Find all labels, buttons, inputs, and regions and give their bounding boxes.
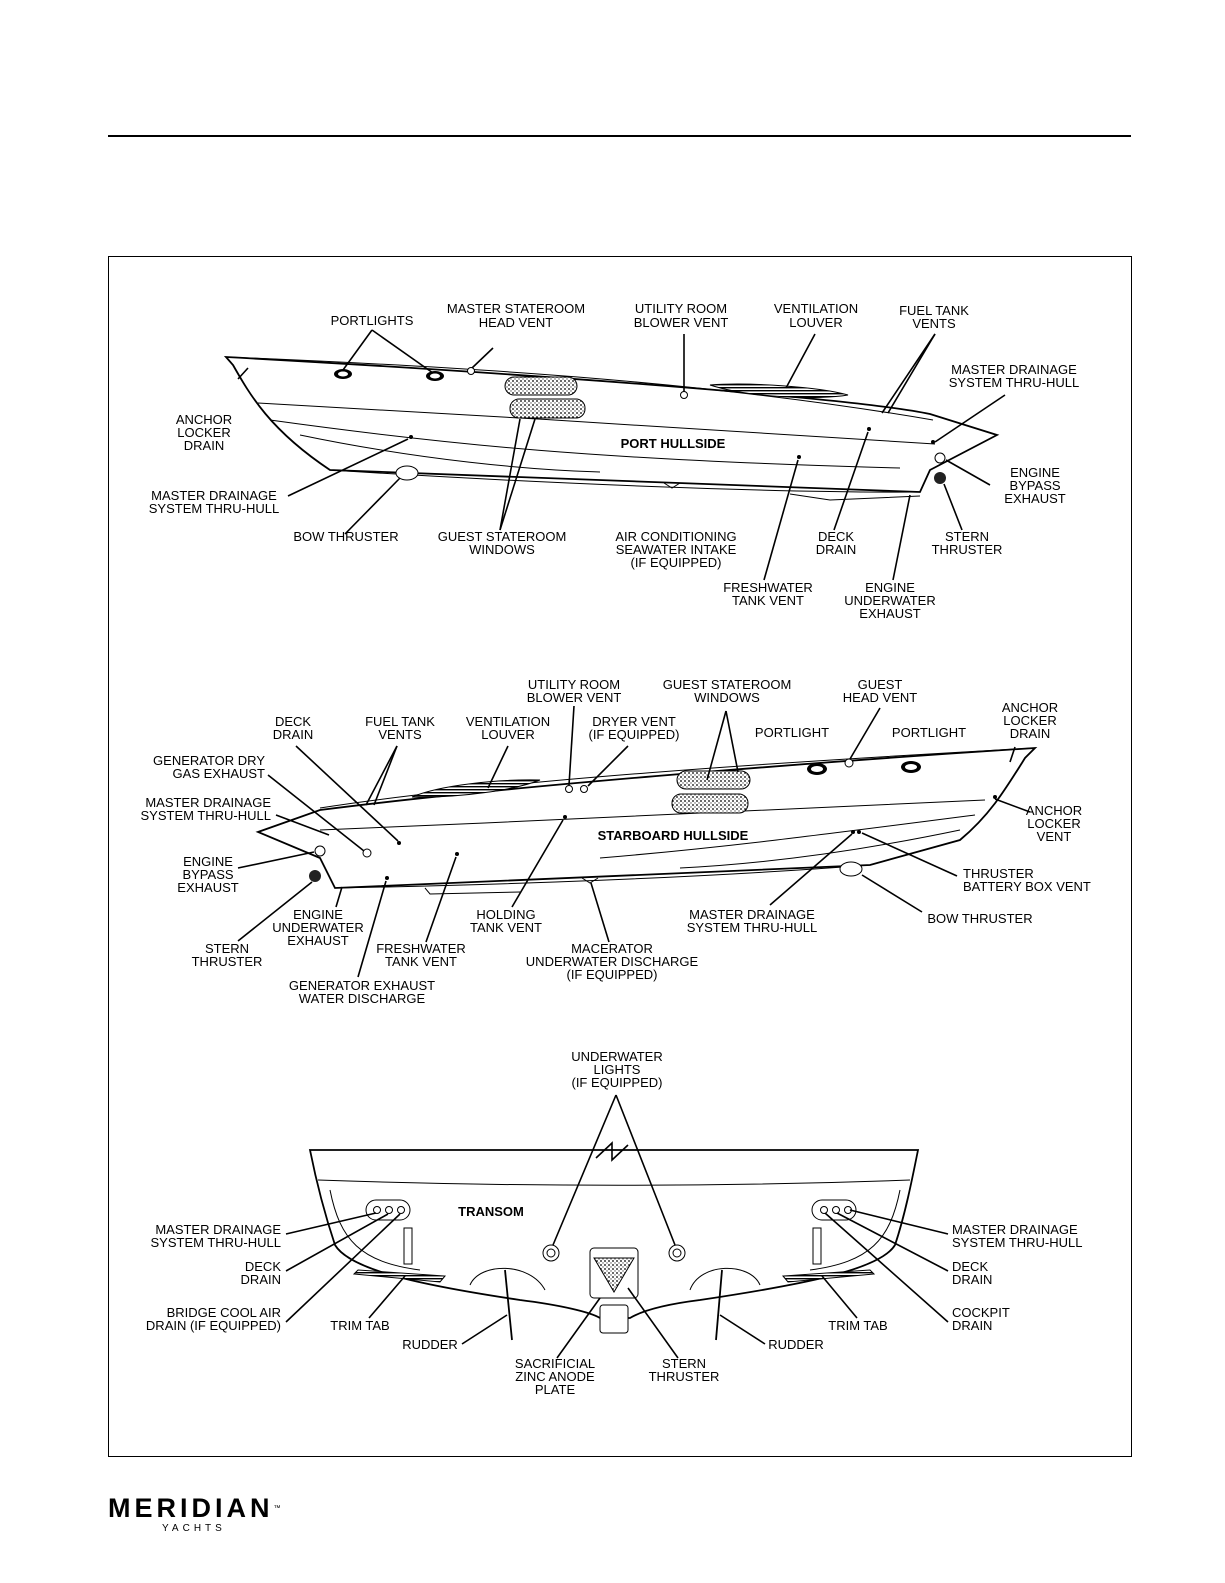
starboard-hullside-title: STARBOARD HULLSIDE — [598, 828, 749, 843]
rudder-right-label: RUDDER — [768, 1337, 824, 1352]
trim-tab-left-label: TRIM TAB — [330, 1318, 389, 1333]
rudder-left-label: RUDDER — [402, 1337, 458, 1352]
port-hull-drawing — [223, 355, 1000, 501]
starboard-hull-drawing — [255, 746, 1038, 895]
stbd-dryer-vent-label: DRYER VENT(IF EQUIPPED) — [588, 714, 679, 742]
header-rule — [108, 135, 1131, 137]
starboard-leaders — [237, 705, 1031, 978]
port-leaders — [237, 329, 1006, 581]
stbd-bow-thruster-label: BOW THRUSTER — [927, 911, 1032, 926]
trim-tab-right-label: TRIM TAB — [828, 1318, 887, 1333]
port-portlights-label: PORTLIGHTS — [331, 313, 414, 328]
stbd-portlight-2-label: PORTLIGHT — [892, 725, 966, 740]
transom-leaders — [285, 1094, 949, 1359]
stbd-portlight-1-label: PORTLIGHT — [755, 725, 829, 740]
brand-name: MERIDIAN™ — [108, 1495, 281, 1522]
transom-title: TRANSOM — [458, 1204, 524, 1219]
port-bow-thruster-label: BOW THRUSTER — [293, 529, 398, 544]
transom-drawing — [308, 1141, 920, 1341]
brand-sub: YACHTS — [162, 1523, 226, 1534]
port-hullside-title: PORT HULLSIDE — [621, 436, 726, 451]
brand-wordmark: MERIDIAN — [108, 1493, 274, 1523]
meridian-logo: MERIDIAN™ YACHTS — [108, 1495, 281, 1535]
figure-frame — [108, 256, 1132, 1457]
trademark-mark: ™ — [273, 1505, 281, 1512]
